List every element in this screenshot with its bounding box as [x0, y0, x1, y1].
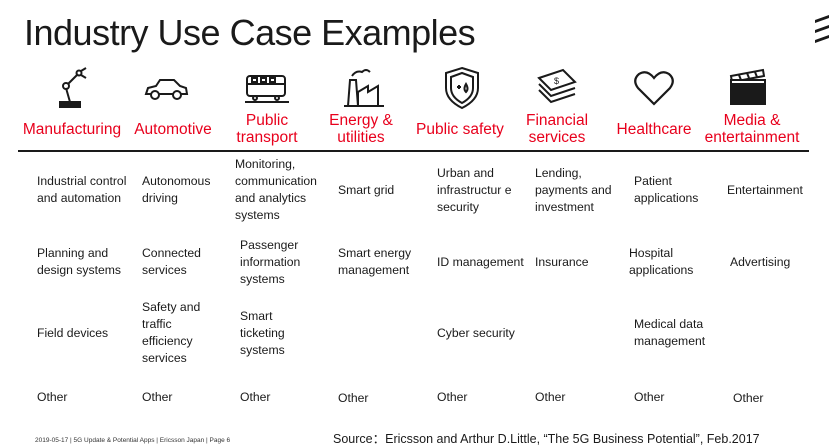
column-header-manufacturing: Manufacturing: [22, 120, 122, 138]
list-item: Monitoring, communication and analytics …: [235, 157, 317, 222]
list-item: Entertainment: [727, 182, 803, 197]
list-item: Connected services: [142, 246, 201, 277]
clapperboard-icon: [725, 66, 773, 110]
column-header-energy-utilities: Energy & utilities: [329, 112, 393, 146]
column-header-media-entertainment: Media & entertainment: [704, 112, 800, 146]
list-item: Cyber security: [437, 325, 515, 340]
money-icon: $: [533, 66, 581, 110]
list-item: Other: [634, 389, 665, 404]
svg-text:$: $: [554, 76, 559, 86]
list-item: ID management: [437, 254, 524, 269]
list-item: Hospital applications: [629, 246, 694, 277]
list-item: Patient applications: [634, 174, 699, 205]
ericsson-logo-icon: [815, 15, 829, 43]
shield-icon: [438, 66, 486, 110]
column-header-healthcare: Healthcare: [616, 120, 692, 138]
list-item: Smart ticketing systems: [240, 308, 285, 357]
list-item: Urban and infrastructur e security: [437, 165, 512, 214]
list-item: Other: [733, 390, 764, 405]
list-item: Smart grid: [338, 182, 395, 197]
header-divider: [18, 150, 809, 152]
factory-icon: [340, 66, 388, 110]
train-icon: [243, 66, 291, 110]
list-item: Autonomous driving: [142, 174, 211, 205]
robot-arm-icon: [48, 66, 96, 110]
list-item: Other: [535, 389, 566, 404]
car-icon: [142, 66, 190, 110]
list-item: Passenger information systems: [240, 237, 301, 286]
list-item: Advertising: [730, 254, 791, 269]
column-header-public-safety: Public safety: [416, 120, 504, 138]
column-header-financial-services: Financial services: [525, 112, 589, 146]
list-item: Other: [37, 389, 68, 404]
list-item: Other: [338, 390, 369, 405]
list-item: Lending, payments and investment: [535, 165, 612, 214]
list-item: Field devices: [37, 325, 109, 340]
list-item: Other: [437, 389, 468, 404]
column-header-public-transport: Public transport: [236, 112, 298, 146]
list-item: Smart energy management: [338, 246, 412, 277]
list-item: Medical data management: [634, 317, 706, 348]
list-item: Industrial control and automation: [37, 174, 127, 205]
column-header-automotive: Automotive: [134, 120, 212, 138]
list-item: Insurance: [535, 254, 589, 269]
page-title: Industry Use Case Examples: [24, 12, 476, 53]
list-item: Safety and traffic efficiency services: [142, 300, 201, 365]
source-citation: Source：Ericsson and Arthur D.Little, “Th…: [333, 432, 760, 446]
list-item: Planning and design systems: [37, 246, 121, 277]
heart-icon: [630, 66, 678, 110]
list-item: Other: [142, 389, 173, 404]
list-item: Other: [240, 389, 271, 404]
footer-info: 2019-05-17 | 5G Update & Potential Apps …: [35, 437, 231, 444]
